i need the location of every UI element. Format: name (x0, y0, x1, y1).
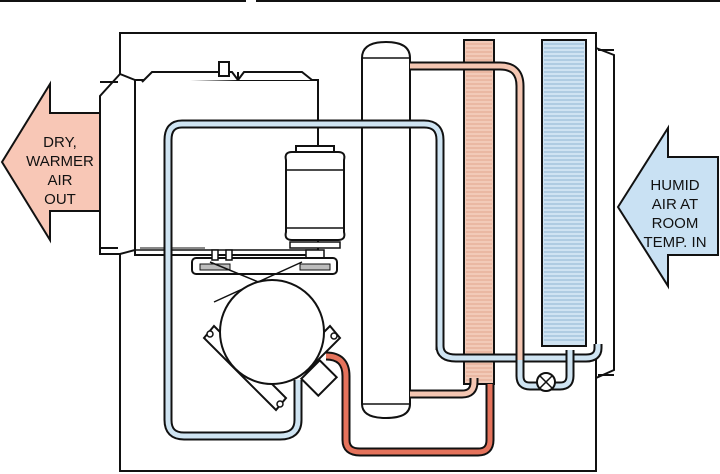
inlet-label-line-4: TEMP. IN (643, 234, 707, 251)
warm-refrigerant-line (410, 61, 525, 399)
inlet-air-label: HUMID AIR AT ROOM TEMP. IN (634, 176, 716, 252)
cold-refrigerant-line (163, 119, 603, 441)
inlet-shroud (595, 46, 615, 380)
outlet-label-line-2: WARMER (26, 153, 94, 170)
compressor (202, 279, 342, 412)
inlet-label-line-3: ROOM (651, 215, 699, 232)
outlet-arrow-icon (0, 80, 101, 244)
inlet-label-line-1: HUMID (650, 177, 700, 194)
outlet-air-label: DRY, WARMER AIR OUT (22, 133, 98, 209)
inlet-arrow-icon (616, 124, 719, 290)
outlet-label-line-4: OUT (44, 191, 76, 208)
expansion-valve-icon (536, 372, 556, 392)
outlet-shroud (99, 72, 136, 255)
hot-refrigerant-line (325, 351, 495, 457)
inlet-label-line-2: AIR AT (651, 196, 699, 213)
fan-motor (284, 145, 346, 261)
outlet-label-line-3: AIR (47, 172, 73, 189)
condenser-coil (463, 39, 495, 385)
outlet-label-line-1: DRY, (43, 134, 77, 151)
receiver-tank (361, 40, 411, 420)
evaporator-coil (541, 39, 587, 347)
